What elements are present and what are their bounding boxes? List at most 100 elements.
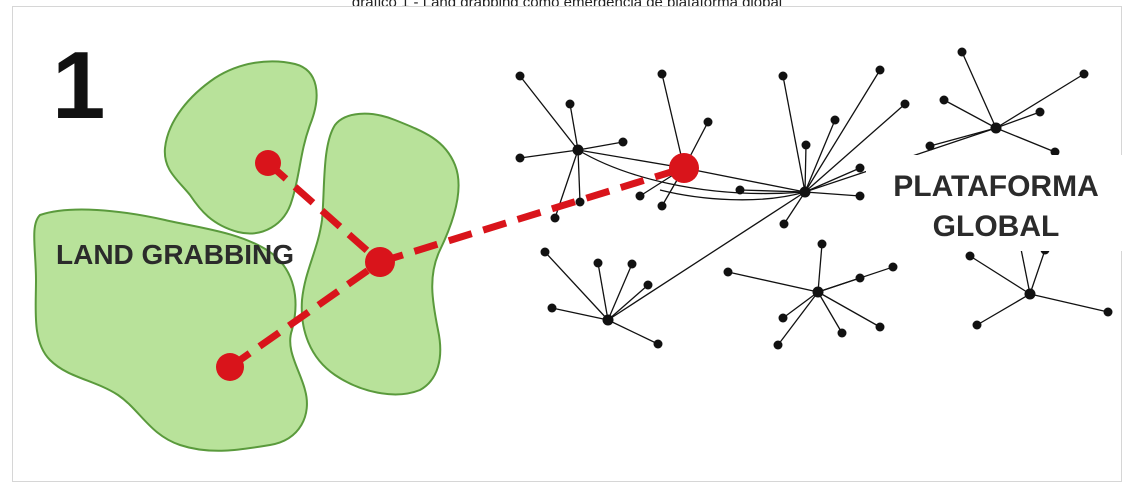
network-edge <box>551 307 609 321</box>
network-node <box>830 115 840 125</box>
network-node <box>540 247 550 257</box>
network-curve-2 <box>659 189 806 201</box>
network-edge <box>782 291 819 319</box>
network-edge <box>782 75 806 193</box>
network-node <box>900 99 910 109</box>
network-node <box>801 140 811 150</box>
network-node <box>779 219 789 229</box>
network-edge <box>519 149 579 159</box>
network-edge <box>817 277 861 293</box>
network-edge <box>783 191 806 225</box>
network-edge <box>995 127 1056 153</box>
network-node <box>657 201 667 211</box>
network-node <box>565 99 575 109</box>
network-edge <box>577 149 581 203</box>
network-node <box>643 280 653 290</box>
network-node <box>875 65 885 75</box>
network-node <box>653 339 663 349</box>
network-edge <box>976 293 1031 326</box>
network-node <box>972 320 982 330</box>
network-edge <box>607 284 649 321</box>
network-edge <box>817 243 823 293</box>
network-edge <box>817 291 881 328</box>
network-edge <box>607 263 633 321</box>
network-node <box>515 153 525 163</box>
network-node <box>1050 147 1060 157</box>
network-node <box>657 69 667 79</box>
global-label-backdrop <box>866 155 1124 251</box>
network-node <box>593 258 603 268</box>
network-edge <box>961 51 997 129</box>
network-edge <box>995 111 1041 129</box>
network-node <box>778 71 788 81</box>
network-node <box>1035 107 1045 117</box>
red-link-left <box>227 259 383 370</box>
network-edge <box>804 167 861 193</box>
red-node-global <box>669 153 699 183</box>
global-platform-label-line2: GLOBAL <box>933 210 1060 243</box>
network-node <box>957 47 967 57</box>
network-node <box>735 185 745 195</box>
network-hub <box>990 122 1002 134</box>
network-hub <box>572 144 584 156</box>
network-edge <box>804 119 836 193</box>
step-number: 1 <box>52 32 105 139</box>
diagram-caption: gráfico 1 - Land grabbing como emergênci… <box>0 0 1134 11</box>
red-node-top <box>255 150 281 176</box>
network-curve-3 <box>607 191 806 321</box>
network-edge <box>817 291 843 334</box>
network-node <box>547 303 557 313</box>
red-node-left <box>216 353 244 381</box>
network-edge <box>607 319 659 345</box>
red-link-top <box>265 160 383 265</box>
land-parcel-left <box>33 208 308 452</box>
network-edge <box>577 141 624 151</box>
network-edge <box>1029 249 1046 295</box>
network-node <box>817 239 827 249</box>
network-node <box>773 340 783 350</box>
network-node <box>635 191 645 201</box>
network-hub <box>812 286 824 298</box>
network-node <box>618 137 628 147</box>
network-node <box>855 273 865 283</box>
network-edge <box>804 144 807 193</box>
network-edge <box>661 73 685 169</box>
network-edge <box>1029 293 1109 313</box>
network-node <box>925 141 935 151</box>
network-node <box>550 213 560 223</box>
network-edge <box>943 99 997 129</box>
network-edge <box>569 103 579 151</box>
network-node <box>1103 307 1113 317</box>
network-node <box>837 328 847 338</box>
network-node <box>515 71 525 81</box>
network-edge <box>519 75 579 151</box>
network-node <box>778 313 788 323</box>
network-node <box>575 197 585 207</box>
network-node <box>723 267 733 277</box>
network-node <box>965 251 975 261</box>
network-edge <box>777 291 819 346</box>
network-node <box>703 117 713 127</box>
land-parcel-top <box>163 60 318 235</box>
network-edge <box>929 127 997 147</box>
land-grabbing-label: LAND GRABBING <box>56 239 294 270</box>
network-hub <box>1024 288 1036 300</box>
network-edge <box>969 255 1031 295</box>
network-edge <box>1019 243 1031 295</box>
network-node <box>888 262 898 272</box>
network-edge <box>739 189 806 193</box>
network-edge <box>597 262 609 321</box>
network-node <box>875 322 885 332</box>
land-parcels <box>33 60 460 452</box>
network-hub <box>799 186 811 198</box>
red-links <box>227 160 686 370</box>
red-node-center <box>365 247 395 277</box>
red-link-global <box>378 164 686 266</box>
network-node <box>627 259 637 269</box>
network-edge <box>804 69 881 193</box>
network-edge <box>804 103 906 193</box>
network-edge <box>804 191 861 197</box>
network-node <box>855 191 865 201</box>
